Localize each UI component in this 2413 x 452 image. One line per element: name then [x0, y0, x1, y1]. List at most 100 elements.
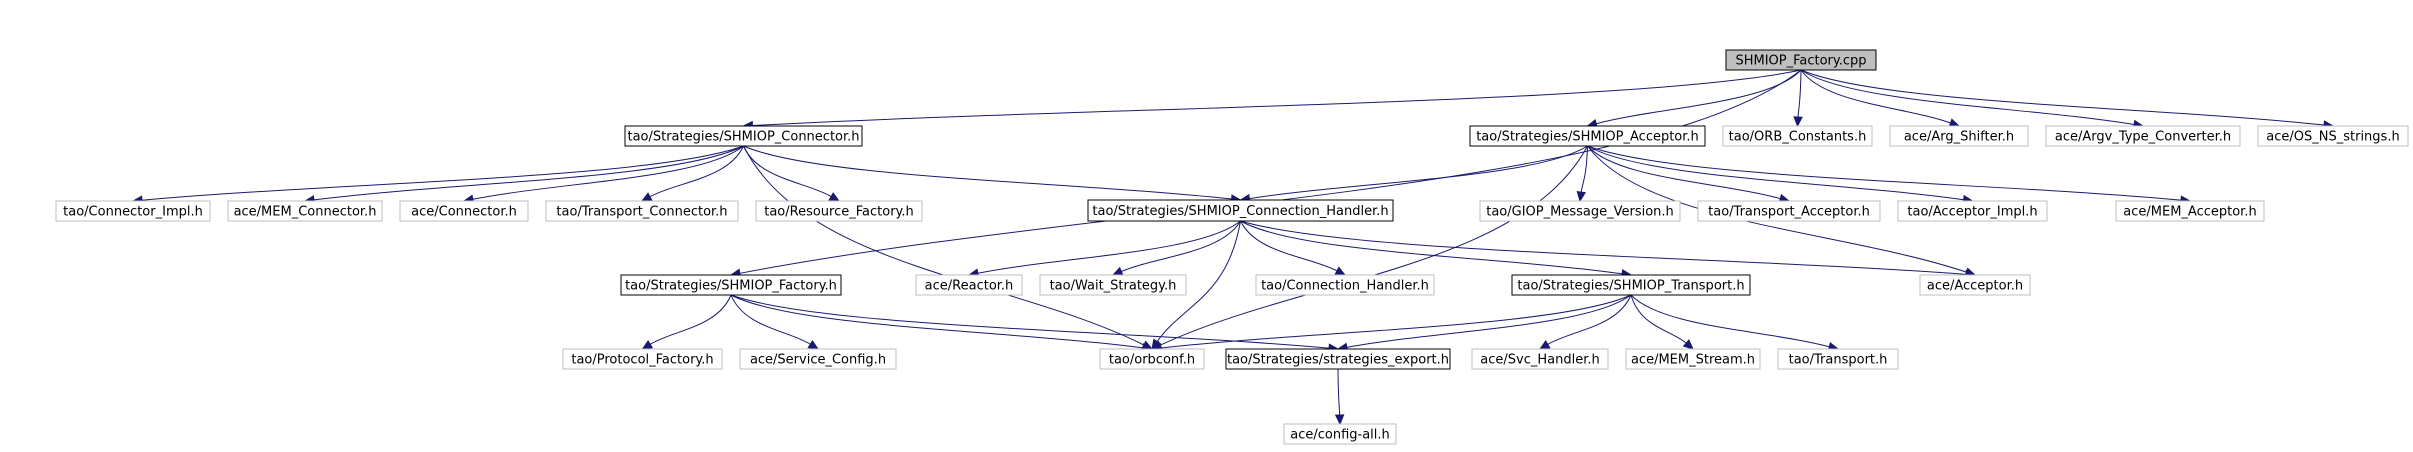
- node-box: [1511, 274, 1751, 296]
- node-args: ace/Arg_Shifter.h: [1889, 125, 2029, 147]
- node-label: tao/Strategies/SHMIOP_Factory.h: [625, 279, 837, 294]
- node-box: [1283, 423, 1397, 445]
- arrowhead: [1111, 266, 1124, 276]
- edge-root-to-args: [1800, 69, 1961, 128]
- node-trans[interactable]: tao/Strategies/SHMIOP_Transport.h: [1511, 274, 1751, 296]
- node-label: ace/Svc_Handler.h: [1480, 353, 1599, 368]
- node-mema: ace/MEM_Acceptor.h: [2115, 200, 2265, 222]
- node-label: tao/ORB_Constants.h: [1729, 130, 1867, 145]
- node-label: tao/orbconf.h: [1109, 353, 1195, 368]
- node-acon: ace/Connector.h: [399, 200, 529, 222]
- edge-acc-to-mema: [1587, 145, 2192, 205]
- node-box: [55, 200, 211, 222]
- node-aacc: ace/Acceptor.h: [1919, 274, 2031, 296]
- node-box: [624, 125, 863, 147]
- edge-trans-to-svch: [1538, 294, 1632, 350]
- arrowhead: [641, 339, 654, 350]
- node-memc: ace/MEM_Connector.h: [227, 200, 383, 222]
- node-box: [1479, 200, 1681, 222]
- node-box: [1697, 200, 1881, 222]
- node-label: tao/Strategies/SHMIOP_Transport.h: [1517, 279, 1744, 294]
- arrowhead: [1538, 340, 1551, 350]
- node-label: tao/Acceptor_Impl.h: [1907, 205, 2037, 220]
- node-fact[interactable]: tao/Strategies/SHMIOP_Factory.h: [620, 274, 842, 296]
- node-label: ace/Connector.h: [411, 205, 517, 220]
- node-box: [399, 200, 529, 222]
- node-label: ace/Service_Config.h: [750, 353, 886, 368]
- node-orbcf: tao/orbconf.h: [1099, 348, 1205, 370]
- node-se[interactable]: tao/Strategies/strategies_export.h: [1225, 348, 1451, 370]
- node-box: [620, 274, 842, 296]
- node-tacc: tao/Transport_Acceptor.h: [1697, 200, 1881, 222]
- arrowhead: [807, 339, 820, 350]
- node-label: tao/Connector_Impl.h: [63, 205, 203, 220]
- node-box: [1225, 348, 1451, 370]
- edge-root-to-orbc: [1793, 69, 1803, 128]
- node-box: [755, 200, 923, 222]
- edge-se-to-cfg: [1334, 368, 1345, 426]
- node-label: ace/Acceptor.h: [1927, 279, 2023, 294]
- node-box: [2257, 125, 2409, 147]
- node-label: tao/Strategies/SHMIOP_Connector.h: [627, 130, 859, 145]
- edge-ch-to-trans: [1240, 220, 1633, 279]
- node-box: [1039, 274, 1187, 296]
- node-aimpl: tao/Acceptor_Impl.h: [1897, 200, 2048, 222]
- edge-root-to-acc: [1586, 69, 1802, 129]
- edge-conn-to-orbcf: [743, 145, 1154, 350]
- node-label: ace/OS_NS_strings.h: [2266, 130, 2399, 145]
- node-label: ace/Argv_Type_Converter.h: [2055, 130, 2231, 145]
- node-cimpl: tao/Connector_Impl.h: [55, 200, 211, 222]
- edge-root-to-fact: [729, 69, 1802, 278]
- edge-trans-to-mems: [1630, 294, 1694, 350]
- edge-ch-to-wait: [1111, 220, 1241, 276]
- edge-fact-to-pf: [641, 294, 732, 350]
- node-tcon: tao/Transport_Connector.h: [545, 200, 739, 222]
- node-label: ace/Reactor.h: [925, 279, 1014, 294]
- arrowhead: [1576, 190, 1587, 203]
- node-ch[interactable]: tao/Strategies/SHMIOP_Connection_Handler…: [1087, 199, 1394, 222]
- node-box: [1255, 274, 1435, 296]
- edge-acc-to-aimpl: [1587, 145, 1974, 205]
- node-box: [739, 348, 897, 370]
- node-pf: tao/Protocol_Factory.h: [562, 348, 723, 370]
- node-box: [2045, 125, 2241, 147]
- node-box: [1722, 125, 1873, 147]
- edge-trans-to-se: [1336, 294, 1632, 352]
- node-label: tao/Connection_Handler.h: [1261, 279, 1429, 294]
- edges-layer: [131, 69, 2335, 426]
- node-root[interactable]: SHMIOP_Factory.cpp: [1725, 49, 1877, 71]
- node-box: [1471, 348, 1609, 370]
- node-sc: ace/Service_Config.h: [739, 348, 897, 370]
- node-label: SHMIOP_Factory.cpp: [1735, 54, 1866, 69]
- arrowhead: [640, 192, 653, 202]
- node-box: [227, 200, 383, 222]
- node-conn[interactable]: tao/Strategies/SHMIOP_Connector.h: [624, 125, 863, 147]
- node-acc[interactable]: tao/Strategies/SHMIOP_Acceptor.h: [1469, 125, 1706, 147]
- edge-acc-to-giop: [1576, 145, 1588, 203]
- node-label: tao/Strategies/strategies_export.h: [1227, 353, 1449, 368]
- edge-trans-to-tt: [1630, 294, 1840, 352]
- node-mems: ace/MEM_Stream.h: [1625, 348, 1761, 370]
- node-box: [1897, 200, 2048, 222]
- arrowhead: [1682, 339, 1694, 350]
- node-box: [1099, 348, 1205, 370]
- edge-fact-to-sc: [730, 294, 820, 350]
- node-box: [1725, 49, 1877, 71]
- node-box: [1889, 125, 2029, 147]
- node-label: tao/Strategies/SHMIOP_Connection_Handler…: [1092, 204, 1388, 219]
- node-box: [562, 348, 723, 370]
- arrowhead: [1334, 414, 1345, 426]
- edge-conn-to-resf: [743, 145, 841, 202]
- node-label: tao/Transport_Connector.h: [556, 205, 727, 220]
- node-tch: tao/Connection_Handler.h: [1255, 274, 1435, 296]
- edge-acc-to-orbcf: [1150, 145, 1588, 350]
- node-wait: tao/Wait_Strategy.h: [1039, 274, 1187, 296]
- node-box: [1625, 348, 1761, 370]
- edge-acc-to-ch: [1239, 145, 1588, 204]
- node-box: [1469, 125, 1706, 147]
- arrowhead: [828, 192, 841, 202]
- node-cfg: ace/config-all.h: [1283, 423, 1397, 445]
- node-orbc: tao/ORB_Constants.h: [1722, 125, 1873, 147]
- node-resf: tao/Resource_Factory.h: [755, 200, 923, 222]
- edge-ch-to-tch: [1240, 220, 1347, 276]
